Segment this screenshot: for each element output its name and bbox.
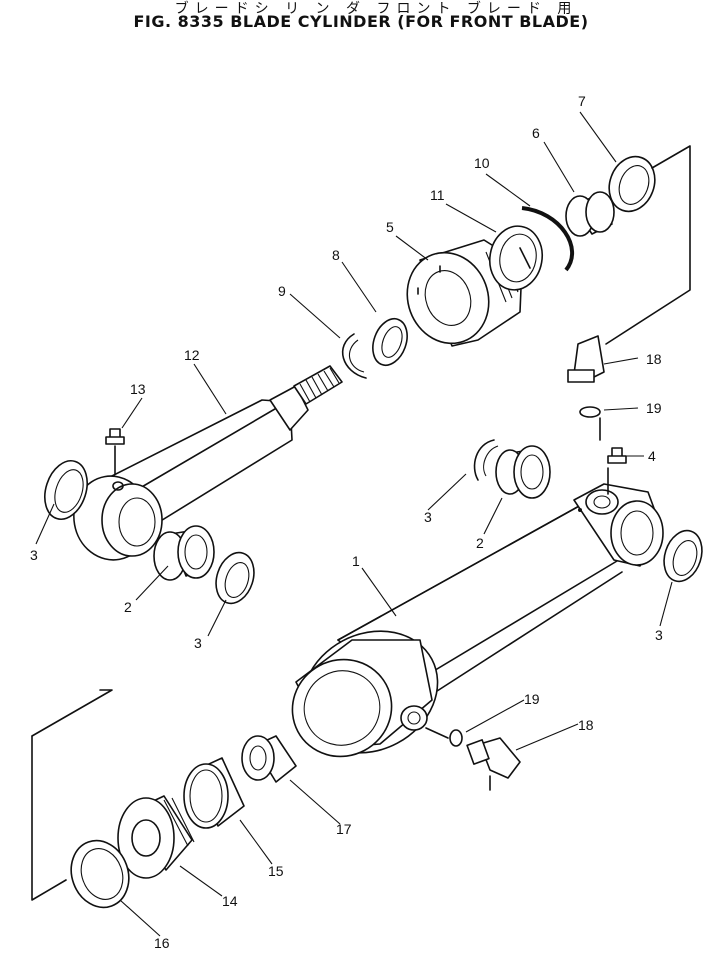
wear-ring — [183, 757, 245, 829]
callout-3-rod-left: 3 — [30, 547, 38, 563]
bushing-rod — [153, 525, 215, 581]
assembly-guide-lines — [31, 145, 691, 901]
o-ring-lower — [449, 729, 463, 747]
grease-fitting-rod — [105, 428, 125, 475]
snap-ring-tube — [473, 439, 499, 481]
callout-6: 6 — [532, 125, 540, 141]
callout-3-tube-right: 3 — [655, 627, 663, 643]
callout-7: 7 — [578, 93, 586, 109]
leader-lines — [35, 111, 673, 937]
callout-11: 11 — [430, 187, 445, 203]
piston — [117, 795, 195, 879]
o-ring-upper — [579, 406, 601, 418]
piston-seal — [70, 839, 130, 909]
piston-nut — [241, 735, 297, 783]
callout-16: 16 — [154, 935, 170, 951]
callout-14: 14 — [222, 893, 238, 909]
head-dust-seal — [608, 155, 656, 213]
callout-17: 17 — [336, 821, 352, 837]
callout-4: 4 — [648, 448, 656, 464]
callout-2-rod: 2 — [124, 599, 132, 615]
rod-seal — [372, 317, 408, 367]
callout-8: 8 — [332, 247, 340, 263]
callout-19-upper: 19 — [646, 400, 662, 416]
callout-3-rod-right: 3 — [194, 635, 202, 651]
piston-rod — [73, 365, 343, 561]
elbow-fitting-lower — [466, 737, 521, 791]
title-japanese: ブレードシ リ ン ダ フロント ブレード 用 — [174, 1, 578, 17]
callout-3-tube-left: 3 — [424, 509, 432, 525]
figure-title: FIG. 8335 BLADE CYLINDER (FOR FRONT BLAD… — [133, 12, 589, 31]
callout-18-upper: 18 — [646, 351, 662, 367]
head-bushing — [565, 191, 615, 237]
callout-9: 9 — [278, 283, 286, 299]
callout-2-tube: 2 — [476, 535, 484, 551]
callout-19-lower: 19 — [524, 691, 540, 707]
callout-15: 15 — [268, 863, 284, 879]
dust-seal-tube — [663, 529, 703, 583]
snap-ring-head — [342, 333, 367, 379]
bushing-tube — [495, 445, 551, 499]
grease-fitting-tube — [607, 447, 627, 464]
callout-12: 12 — [184, 347, 200, 363]
callout-13: 13 — [130, 381, 146, 397]
callout-18-lower: 18 — [578, 717, 594, 733]
elbow-fitting-upper — [567, 335, 605, 383]
buffer-ring — [488, 225, 544, 291]
backup-ring-heavy — [521, 206, 574, 272]
callout-1: 1 — [352, 553, 360, 569]
dust-seal-rod-left — [44, 460, 88, 520]
cylinder-tube — [291, 483, 664, 758]
callout-10: 10 — [474, 155, 490, 171]
dust-seal-rod-right — [215, 551, 255, 605]
callout-5: 5 — [386, 219, 394, 235]
callout-numbers: 7 6 10 11 5 8 9 12 13 3 2 3 1 3 2 4 3 18… — [30, 93, 663, 951]
